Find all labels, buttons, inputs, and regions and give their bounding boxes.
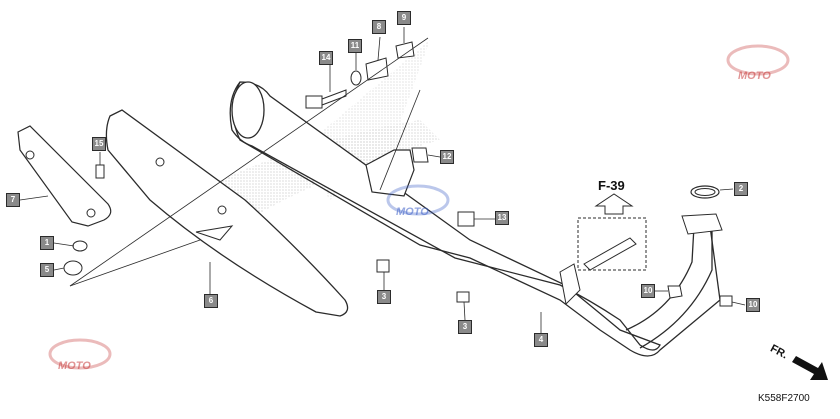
protector-hole-b bbox=[217, 205, 227, 215]
clip-nut-13 bbox=[457, 211, 475, 227]
nut-10-left bbox=[667, 285, 683, 299]
callout-15: 15 bbox=[92, 137, 106, 151]
callout-6: 6 bbox=[204, 294, 218, 308]
callout-10-right: 10 bbox=[746, 298, 760, 312]
front-arrow bbox=[792, 356, 828, 380]
plate-hole-bottom bbox=[86, 208, 96, 218]
callout-9: 9 bbox=[397, 11, 411, 25]
exhaust-flange bbox=[681, 213, 723, 235]
heat-guard-plate bbox=[17, 125, 112, 227]
protector-logo-mark bbox=[195, 225, 234, 241]
diagram-code: K558F2700 bbox=[758, 393, 810, 404]
muffler-bracket bbox=[365, 149, 415, 197]
protector-hole-a bbox=[155, 157, 165, 167]
watermark-rings bbox=[48, 44, 790, 370]
bolt-15 bbox=[95, 164, 105, 179]
reference-label: F-39 bbox=[598, 178, 625, 193]
leader-lines bbox=[19, 27, 746, 333]
callout-5: 5 bbox=[40, 263, 54, 277]
watermark-top-right: MOTO bbox=[738, 70, 771, 82]
callout-8: 8 bbox=[372, 20, 386, 34]
grommet-5 bbox=[63, 260, 83, 276]
long-bolt bbox=[583, 237, 637, 271]
collar-9 bbox=[395, 41, 415, 59]
exhaust-pipe bbox=[625, 225, 713, 349]
callout-1: 1 bbox=[40, 236, 54, 250]
callout-3-left: 3 bbox=[377, 290, 391, 304]
watermark-bottom-left: MOTO bbox=[58, 360, 91, 372]
callout-10-left: 10 bbox=[641, 284, 655, 298]
spring-nut-8 bbox=[365, 57, 389, 81]
washer-11 bbox=[350, 70, 362, 86]
gasket-2-inner bbox=[694, 188, 716, 196]
muffler-protector bbox=[105, 109, 349, 317]
callout-7: 7 bbox=[6, 193, 20, 207]
callout-13: 13 bbox=[495, 211, 509, 225]
nut-10-right bbox=[719, 295, 733, 307]
bush-3-right bbox=[456, 291, 470, 303]
watermark-center: MOTO bbox=[396, 206, 429, 218]
callout-11: 11 bbox=[348, 39, 362, 53]
plate-hole-top bbox=[25, 150, 35, 160]
bush-3-left bbox=[376, 259, 390, 273]
bolt-14 bbox=[305, 89, 347, 109]
callout-3-right: 3 bbox=[458, 320, 472, 334]
callout-2: 2 bbox=[734, 182, 748, 196]
collar-1 bbox=[72, 240, 88, 252]
muffler-canister bbox=[229, 81, 661, 351]
mount-bracket bbox=[559, 263, 581, 306]
reference-arrow bbox=[594, 193, 634, 215]
cap-nut-12 bbox=[411, 147, 429, 163]
callout-4: 4 bbox=[534, 333, 548, 347]
callout-14: 14 bbox=[319, 51, 333, 65]
callout-12: 12 bbox=[440, 150, 454, 164]
muffler-end-cap bbox=[231, 81, 265, 139]
